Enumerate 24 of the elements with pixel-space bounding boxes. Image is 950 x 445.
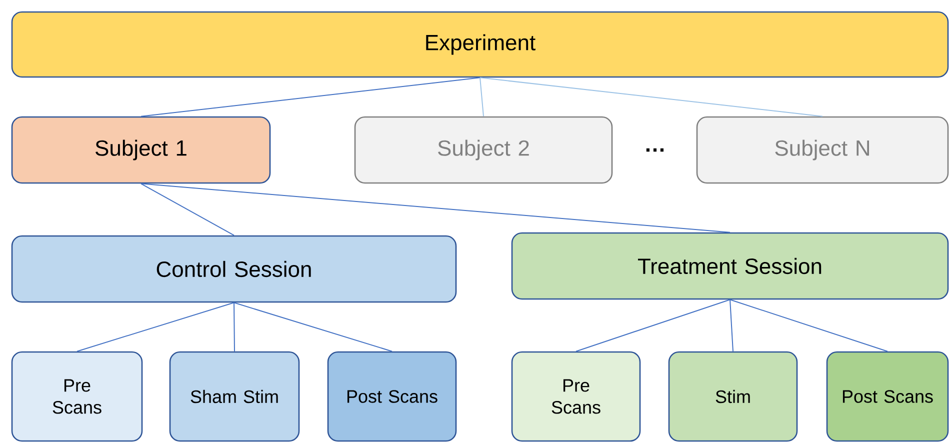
- step-box: Pre Scans: [11, 351, 143, 442]
- step-box: Post Scans: [826, 351, 949, 442]
- step-box: Pre Scans: [511, 351, 641, 442]
- connector-line: [480, 77, 484, 117]
- connector-line: [140, 183, 730, 233]
- session-box: Control Session: [11, 235, 457, 303]
- ellipsis: …: [646, 148, 664, 152]
- connector-line: [576, 299, 730, 352]
- connector-line: [140, 183, 234, 236]
- root-box: Experiment: [11, 11, 949, 78]
- connector-line: [76, 302, 234, 352]
- connector-line: [730, 299, 888, 352]
- connector-line: [234, 302, 235, 352]
- step-box: Post Scans: [327, 351, 457, 442]
- step-box: Sham Stim: [169, 351, 300, 442]
- connector-line: [480, 77, 823, 117]
- connector-line: [234, 302, 392, 352]
- subject-box: Subject 2: [354, 116, 613, 184]
- connector-line: [140, 77, 480, 117]
- connector-line: [730, 299, 734, 352]
- subject-box: Subject 1: [11, 116, 271, 184]
- subject-box: Subject N: [696, 116, 949, 184]
- step-box: Stim: [668, 351, 798, 442]
- session-box: Treatment Session: [511, 232, 949, 300]
